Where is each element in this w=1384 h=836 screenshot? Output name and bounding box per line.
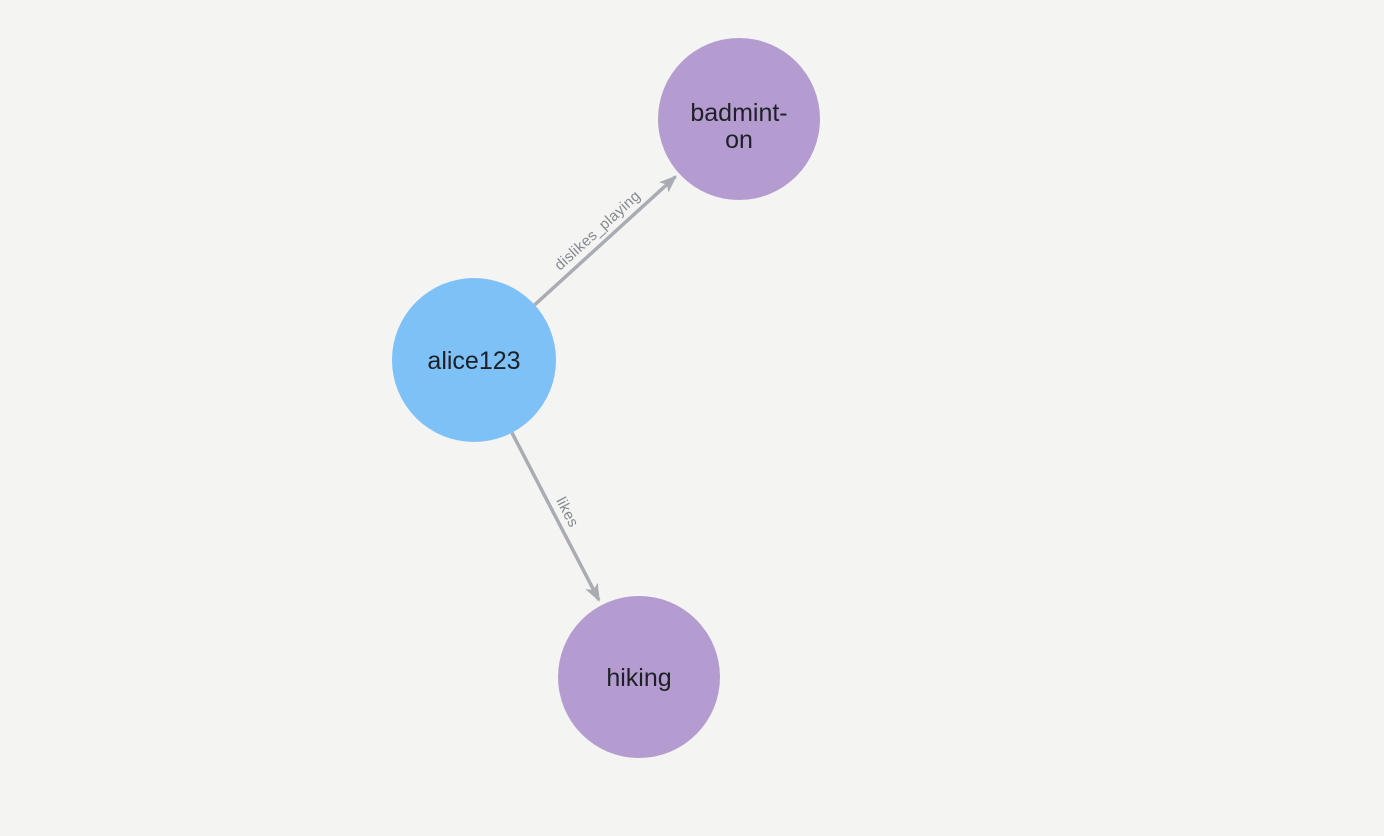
node-circle[interactable]: [558, 596, 720, 758]
node-label-line-1: badmint-: [690, 99, 787, 127]
node-circle[interactable]: [392, 278, 556, 442]
node-label: alice123: [427, 347, 520, 375]
node-circle[interactable]: [658, 38, 820, 200]
node-badminton[interactable]: badmint-on: [658, 38, 820, 200]
node-alice123[interactable]: alice123: [392, 278, 556, 442]
node-label: hiking: [606, 664, 671, 692]
edge-line[interactable]: [533, 175, 677, 307]
node-label: badmint-on: [690, 99, 787, 154]
node-hiking[interactable]: hiking: [558, 596, 720, 758]
node-label-line-2: on: [725, 126, 753, 154]
edge-line[interactable]: [510, 431, 601, 602]
